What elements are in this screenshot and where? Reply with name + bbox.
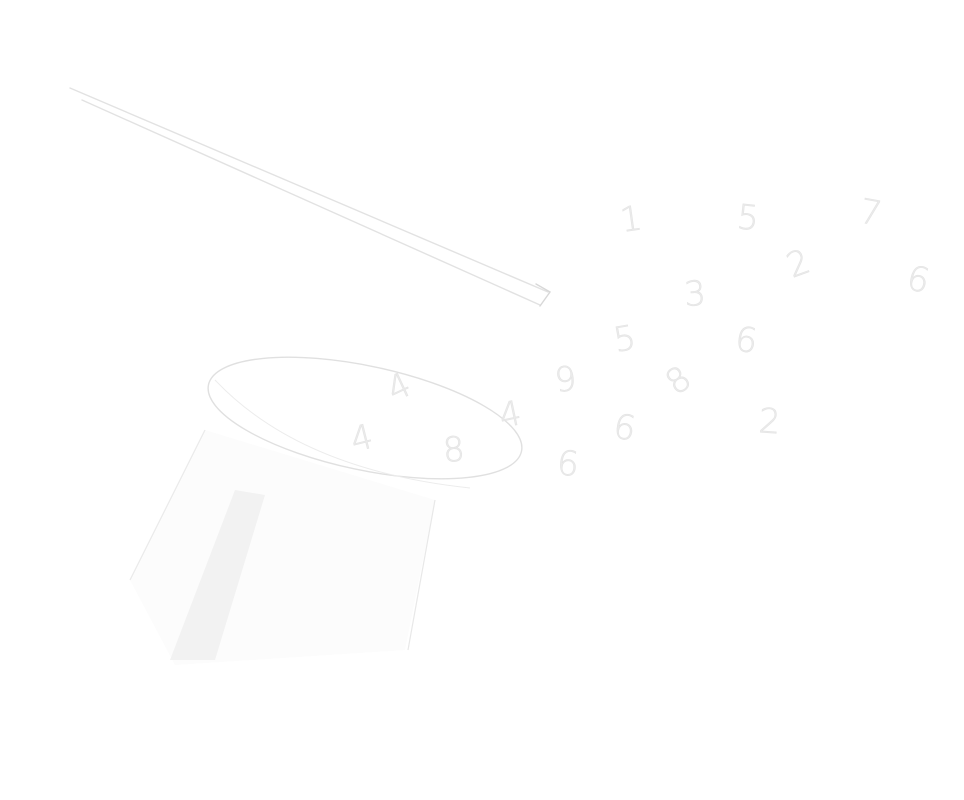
- floating-digit: 6: [555, 443, 581, 485]
- magic-wand: [69, 87, 552, 307]
- floating-digit: 4: [496, 393, 525, 437]
- floating-digit: 6: [903, 258, 934, 302]
- floating-digits: 1 5 7 3 2 6 5 6 9 8 4 6 2 8 4 6 4: [346, 191, 934, 485]
- floating-digit: 7: [856, 191, 884, 234]
- floating-digit: 6: [733, 319, 760, 362]
- floating-digit: 6: [610, 406, 638, 449]
- wand-tip: [535, 283, 552, 307]
- floating-digit: 2: [781, 241, 815, 286]
- floating-digit: 9: [553, 359, 579, 401]
- hat-crown: [130, 430, 435, 665]
- hat-crown-shade: [170, 490, 265, 660]
- floating-digit: 3: [683, 274, 707, 315]
- hat-brim: [207, 356, 523, 480]
- floating-digit: 1: [618, 198, 645, 241]
- wand-lower-edge: [81, 99, 541, 306]
- top-hat: [129, 356, 523, 665]
- floating-digit: 4: [381, 365, 418, 410]
- floating-digit: 4: [347, 417, 378, 461]
- floating-digit: 5: [735, 197, 761, 239]
- floating-digit: 8: [441, 429, 466, 471]
- hat-brim-inner: [214, 379, 471, 489]
- hat-crown-right-edge: [407, 499, 436, 651]
- wand-upper-edge: [69, 87, 549, 293]
- floating-digit: 5: [611, 318, 639, 361]
- hat-crown-left-edge: [129, 429, 206, 581]
- floating-digit: 8: [658, 358, 699, 403]
- floating-digit: 2: [757, 401, 781, 442]
